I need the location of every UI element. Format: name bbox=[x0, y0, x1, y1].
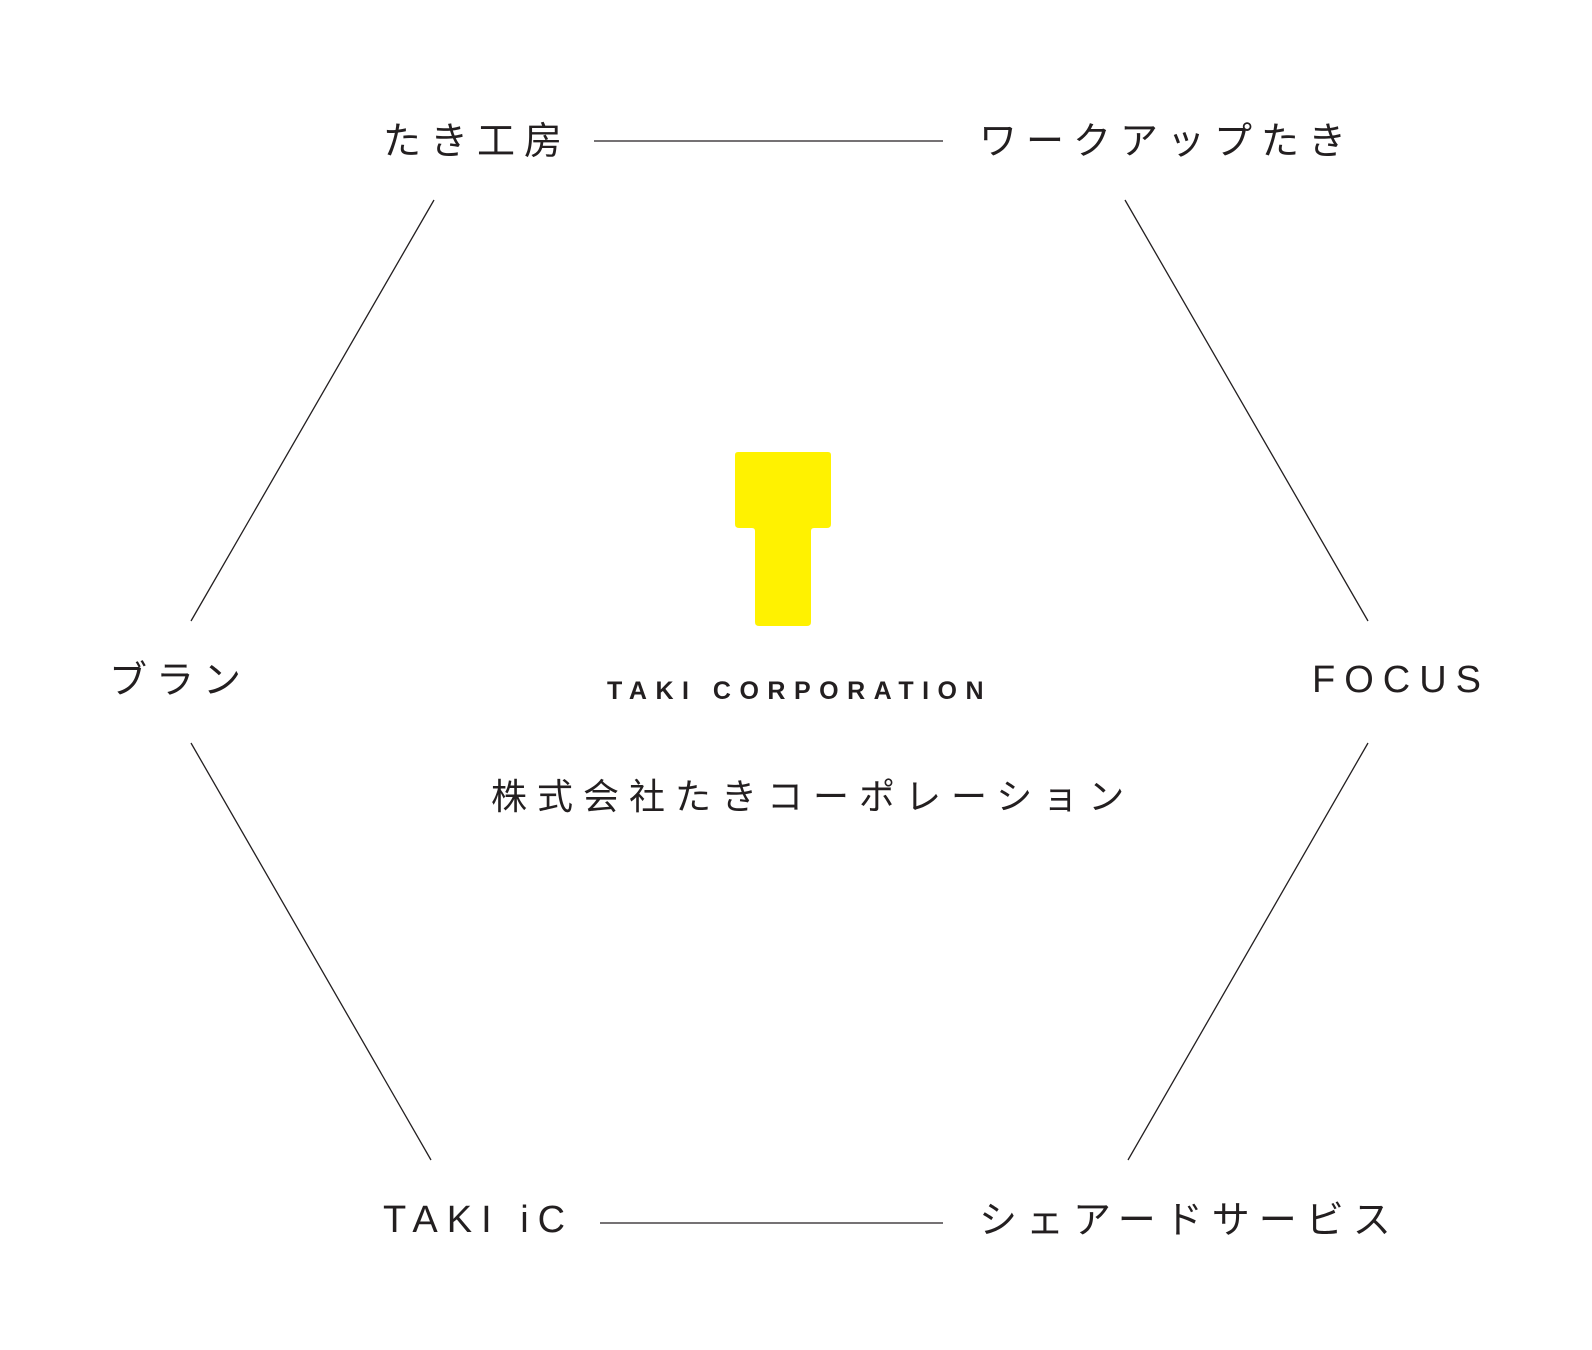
connector-top-left bbox=[190, 199, 435, 622]
connector-top-right bbox=[1124, 199, 1369, 622]
connector-bottom-left bbox=[190, 742, 432, 1161]
node-bran: ブラン bbox=[109, 658, 251, 702]
company-name: 株式会社たきコーポレーション bbox=[491, 777, 1135, 818]
connector-bottom-right bbox=[1127, 742, 1369, 1161]
node-workup-taki: ワークアップたき bbox=[979, 119, 1356, 163]
node-focus: FOCUS bbox=[1312, 659, 1490, 701]
taki-corporation-logo-icon bbox=[735, 452, 831, 626]
node-taki-ic: TAKI iC bbox=[383, 1199, 575, 1241]
brand-name: TAKI CORPORATION bbox=[607, 677, 993, 705]
node-shared-service: シェアードサービス bbox=[979, 1198, 1400, 1242]
node-taki-kobo: たき工房 bbox=[383, 119, 572, 163]
